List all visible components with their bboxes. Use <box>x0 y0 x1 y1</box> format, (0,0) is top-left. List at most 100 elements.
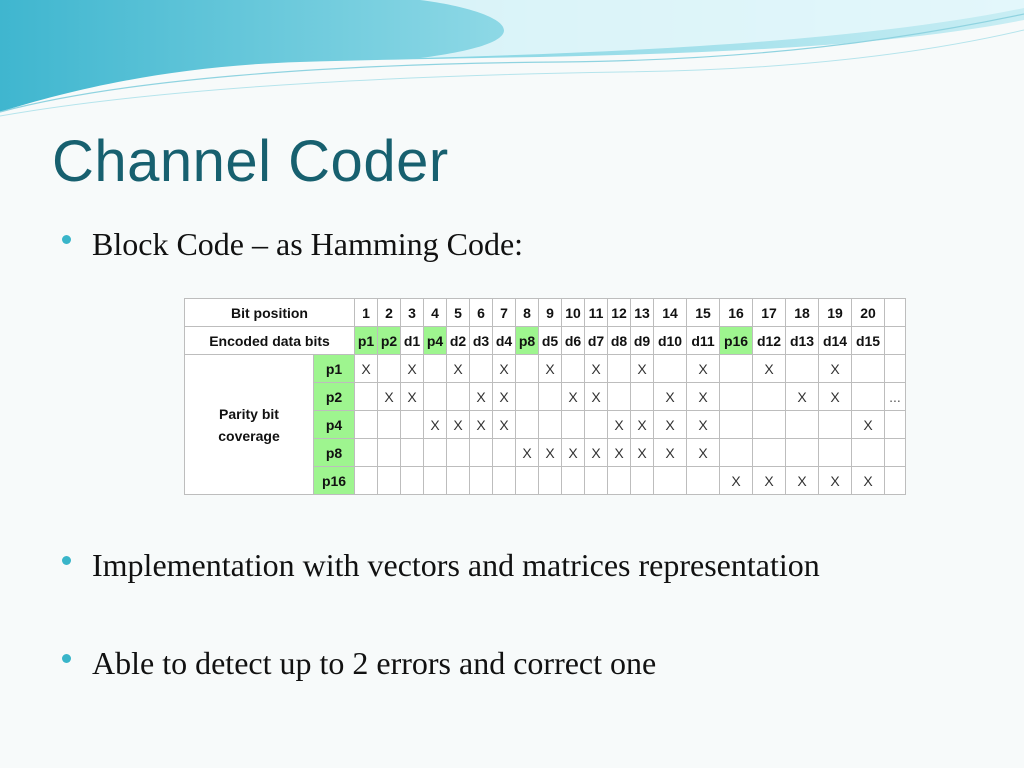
coverage-mark-cell <box>818 410 852 439</box>
coverage-mark-cell <box>446 438 470 467</box>
coverage-mark-cell <box>719 354 753 383</box>
coverage-mark-cell <box>561 466 585 495</box>
coverage-mark-cell <box>400 438 424 467</box>
coverage-mark-cell: X <box>686 354 720 383</box>
coverage-mark-cell: X <box>752 354 786 383</box>
coverage-mark-cell: X <box>653 410 687 439</box>
bullet-item: Able to detect up to 2 errors and correc… <box>62 641 656 685</box>
coverage-mark-cell: X <box>719 466 753 495</box>
bit-position-cell: 6 <box>469 298 493 327</box>
data-bit-cell: d1 <box>400 326 424 355</box>
coverage-mark-cell: X <box>851 410 885 439</box>
coverage-mark-cell: X <box>538 438 562 467</box>
coverage-mark-cell: X <box>851 466 885 495</box>
coverage-mark-cell <box>584 410 608 439</box>
coverage-mark-cell: X <box>818 354 852 383</box>
coverage-mark-cell <box>719 438 753 467</box>
bit-position-cell: 1 <box>354 298 378 327</box>
coverage-mark-cell <box>607 466 631 495</box>
bullet-text: Implementation with vectors and matrices… <box>92 547 820 583</box>
coverage-mark-cell: X <box>354 354 378 383</box>
bit-position-cell: 12 <box>607 298 631 327</box>
coverage-mark-cell: X <box>686 410 720 439</box>
bit-position-cell: 7 <box>492 298 516 327</box>
coverage-mark-cell <box>354 466 378 495</box>
bit-position-cell: 5 <box>446 298 470 327</box>
coverage-mark-cell <box>469 354 493 383</box>
bit-position-cell: 9 <box>538 298 562 327</box>
bullet-text: Block Code – as Hamming Code: <box>92 226 524 262</box>
parity-row-label: p16 <box>313 466 355 495</box>
coverage-mark-cell <box>851 438 885 467</box>
coverage-mark-cell <box>492 466 516 495</box>
coverage-mark-cell <box>377 438 401 467</box>
coverage-mark-cell <box>423 354 447 383</box>
bullet-icon <box>62 235 71 244</box>
coverage-mark-cell: X <box>607 438 631 467</box>
data-bit-cell: d8 <box>607 326 631 355</box>
coverage-mark-cell: X <box>584 382 608 411</box>
empty-cell <box>884 298 906 327</box>
data-bit-cell: d10 <box>653 326 687 355</box>
coverage-mark-cell: X <box>630 438 654 467</box>
data-bit-cell: d11 <box>686 326 720 355</box>
coverage-mark-cell <box>515 410 539 439</box>
bit-position-cell: 17 <box>752 298 786 327</box>
slide-title: Channel Coder <box>52 129 449 194</box>
bit-position-cell: 10 <box>561 298 585 327</box>
data-bit-cell: d2 <box>446 326 470 355</box>
bit-position-cell: 20 <box>851 298 885 327</box>
coverage-mark-cell <box>851 354 885 383</box>
coverage-mark-cell <box>515 354 539 383</box>
data-bit-cell: d15 <box>851 326 885 355</box>
ellipsis-text: ... <box>884 382 906 411</box>
bit-position-cell: 2 <box>377 298 401 327</box>
coverage-mark-cell <box>354 438 378 467</box>
parity-bit-cell: p8 <box>515 326 539 355</box>
coverage-mark-cell <box>653 466 687 495</box>
coverage-mark-cell <box>630 466 654 495</box>
coverage-mark-cell: X <box>686 438 720 467</box>
coverage-mark-cell <box>785 410 819 439</box>
coverage-mark-cell <box>492 438 516 467</box>
bullet-text: Able to detect up to 2 errors and correc… <box>92 645 657 681</box>
bit-position-cell: 11 <box>584 298 608 327</box>
data-bit-cell: d6 <box>561 326 585 355</box>
coverage-mark-cell <box>446 466 470 495</box>
empty-cell <box>884 438 906 467</box>
coverage-mark-cell: X <box>400 354 424 383</box>
coverage-mark-cell <box>400 466 424 495</box>
bit-position-cell: 13 <box>630 298 654 327</box>
bit-position-cell: 8 <box>515 298 539 327</box>
parity-row-label: p8 <box>313 438 355 467</box>
bit-position-cell: 19 <box>818 298 852 327</box>
coverage-mark-cell: X <box>469 382 493 411</box>
coverage-mark-cell <box>423 382 447 411</box>
parity-bit-cell: p1 <box>354 326 378 355</box>
parity-row-label: p2 <box>313 382 355 411</box>
coverage-mark-cell <box>719 410 753 439</box>
coverage-mark-cell: X <box>607 410 631 439</box>
empty-cell <box>884 410 906 439</box>
coverage-mark-cell: X <box>377 382 401 411</box>
data-bit-cell: d7 <box>584 326 608 355</box>
coverage-label: Parity bit coverage <box>184 354 314 495</box>
coverage-mark-cell <box>446 382 470 411</box>
bit-position-cell: 3 <box>400 298 424 327</box>
data-bit-cell: d12 <box>752 326 786 355</box>
coverage-mark-cell <box>515 466 539 495</box>
coverage-mark-cell: X <box>653 438 687 467</box>
coverage-mark-cell <box>653 354 687 383</box>
coverage-mark-cell <box>686 466 720 495</box>
coverage-mark-cell <box>377 410 401 439</box>
coverage-mark-cell <box>752 438 786 467</box>
coverage-mark-cell: X <box>515 438 539 467</box>
data-bit-cell: d5 <box>538 326 562 355</box>
coverage-mark-cell <box>630 382 654 411</box>
coverage-mark-cell <box>561 354 585 383</box>
